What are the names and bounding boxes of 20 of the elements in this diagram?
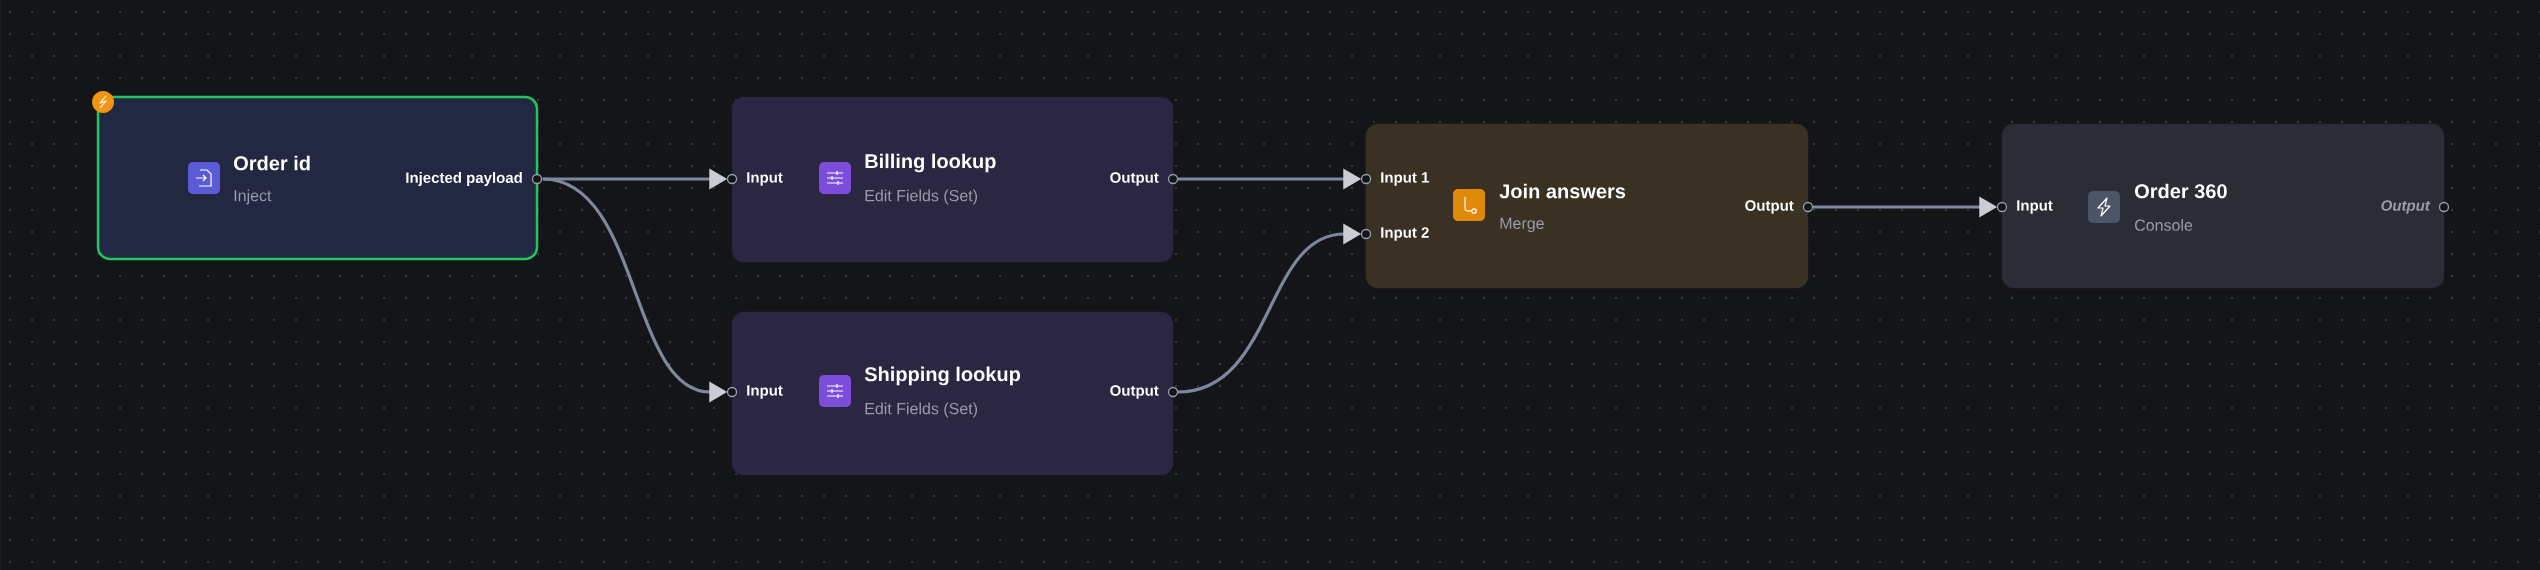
port-label: Input 2 <box>1381 227 1429 241</box>
node-type: Console <box>2135 219 2193 231</box>
node-type: Edit Fields (Set) <box>865 402 977 418</box>
node-type: Inject <box>234 189 272 205</box>
port-label: Output <box>1110 385 1159 399</box>
port-label: Input <box>2017 200 2053 214</box>
node-title: Shipping lookup <box>864 366 1021 386</box>
node-title: Order id <box>234 155 310 171</box>
node-type: Edit Fields (Set) <box>865 189 977 205</box>
node-title: Order 360 <box>2135 183 2227 199</box>
port-label: Input <box>747 172 783 186</box>
node-title: Billing lookup <box>865 153 996 173</box>
port-label: Output <box>1110 172 1159 186</box>
port-label: Input 1 <box>1381 172 1429 186</box>
port-label: Output <box>1745 200 1794 214</box>
port-label: Input <box>747 385 783 399</box>
port-label: Injected payload <box>406 172 522 186</box>
port-label: Output <box>2381 200 2431 214</box>
node-type: Merge <box>1500 217 1544 233</box>
node-title: Join answers <box>1499 183 1626 199</box>
